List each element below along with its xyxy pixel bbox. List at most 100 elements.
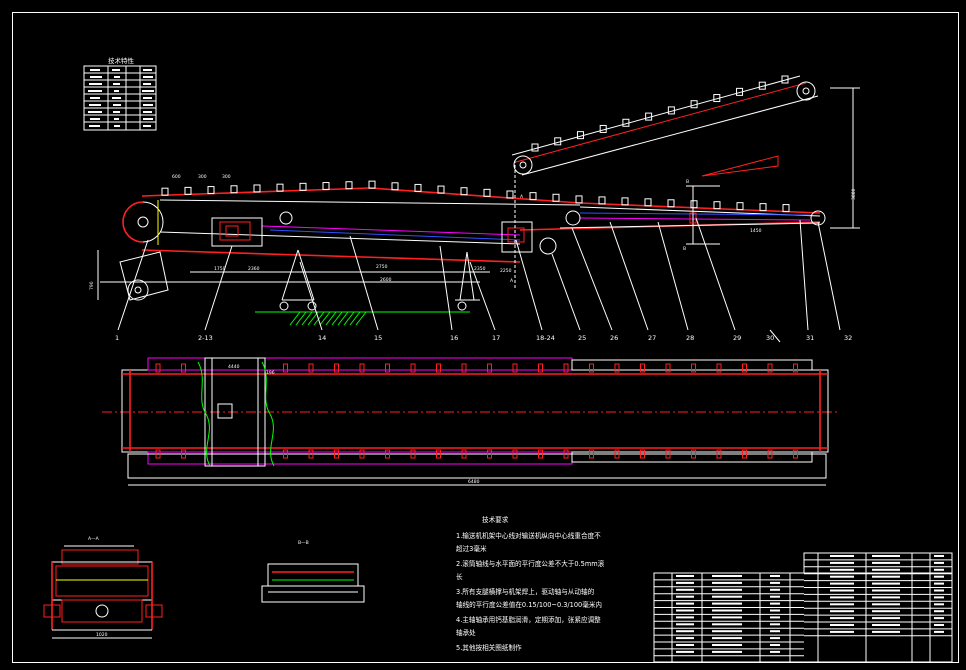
idler-mark [155,449,161,459]
svg-text:长: 长 [456,572,463,581]
svg-text:B: B [683,246,686,252]
idler-mark [767,363,773,373]
section-a-a: A—A 1020 [43,536,163,639]
part-number: 29 [733,334,741,342]
idler-mark [308,449,314,459]
inclined-section [511,75,819,176]
idler [207,186,215,195]
idler [345,181,353,190]
svg-text:4.主轴轴承用钙基脂润滑，定期添加，张紧应调整: 4.主轴轴承用钙基脂润滑，定期添加，张紧应调整 [456,615,601,624]
svg-text:790: 790 [89,281,95,290]
idler [690,100,698,109]
idler [531,143,539,152]
idler-mark [512,363,518,373]
tail-bracket [119,251,169,301]
idler [576,131,584,140]
svg-text:600: 600 [172,174,181,180]
idler-mark [589,449,594,459]
carrying-idlers [161,180,790,213]
part-number: 30 [766,334,774,342]
idler-mark [410,449,416,459]
idler-mark [461,449,467,459]
part-number: 25 [578,334,586,342]
svg-text:2.滚筒轴线与水平面的平行度公差不大于0.5mm滚: 2.滚筒轴线与水平面的平行度公差不大于0.5mm滚 [456,559,605,568]
idler [644,198,652,207]
idler [506,190,514,199]
svg-text:B—B: B—B [298,540,309,546]
inclined-idlers [531,75,789,152]
title-block [653,552,953,663]
svg-text:2360: 2360 [248,266,260,272]
ground-hatch [289,311,367,326]
svg-text:1020: 1020 [96,632,108,638]
part-number: 15 [374,334,382,342]
tension-unit [501,221,533,253]
idler-mark [512,449,518,459]
svg-text:超过3毫米: 超过3毫米 [456,544,487,553]
part-number: 16 [450,334,458,342]
svg-text:技术要求: 技术要求 [482,515,509,524]
idler [299,182,307,191]
idler-mark [742,363,747,373]
idler-mark [308,363,314,373]
technical-requirements: 技术要求 1.输送机机架中心线对输送机纵向中心线重合度不 超过3毫米 2.滚筒轴… [456,515,605,652]
idler [667,106,675,115]
idler [414,183,422,192]
svg-text:3880: 3880 [851,188,857,200]
idler [736,87,744,96]
svg-text:B: B [686,179,689,185]
idler-mark [155,363,161,373]
idler-mark [283,363,288,373]
idler-mark [640,449,645,459]
main-frame [97,87,860,326]
support-legs [279,249,480,311]
idler [575,195,583,204]
side-elevation-view: 600 300 300 1750 2360 2750 2600 2350 225… [89,75,860,343]
svg-text:轴线的平行度公差值在0.15/100~0.3/100毫米内: 轴线的平行度公差值在0.15/100~0.3/100毫米内 [456,600,602,609]
svg-text:2250: 2250 [500,268,512,274]
svg-text:4440: 4440 [228,364,240,370]
idler [621,197,629,206]
plan-idler-marks [155,363,798,459]
part-number: 26 [610,334,618,342]
idler-mark [563,449,569,459]
idler-mark [665,449,671,459]
svg-text:2350: 2350 [474,266,486,272]
idler [667,199,675,208]
idler-mark [716,449,722,459]
idler [253,184,261,193]
part-number: 18-24 [536,334,555,342]
svg-text:A: A [510,278,514,284]
part-number: 31 [806,334,814,342]
idler [622,118,630,127]
idler-mark [563,363,569,373]
drawing-border [12,12,959,663]
idler-mark [385,363,390,373]
idler-mark [614,449,620,459]
idler [759,203,767,212]
idler-mark [487,449,492,459]
part-number: 14 [318,334,326,342]
idler-mark [793,363,798,373]
part-leaders [117,217,841,343]
svg-text:1.输送机机架中心线对输送机纵向中心线重合度不: 1.输送机机架中心线对输送机纵向中心线重合度不 [456,531,601,540]
idler [758,81,766,90]
idler [368,180,376,189]
tech-table-title: 技术特性 [108,56,135,65]
idler-mark [436,449,441,459]
idler [690,200,698,209]
idler [782,204,790,213]
idler-mark [334,363,339,373]
idler [529,192,537,201]
drive-unit [211,217,263,247]
tech-table-cell-marks [88,69,154,127]
idler [713,201,721,210]
idler [781,75,789,84]
idler-mark [665,363,671,373]
plan-view: 6480 4440 196 [102,357,840,486]
svg-text:196: 196 [266,370,275,376]
idler-mark [691,449,696,459]
idler [736,202,744,211]
idler [713,94,721,103]
